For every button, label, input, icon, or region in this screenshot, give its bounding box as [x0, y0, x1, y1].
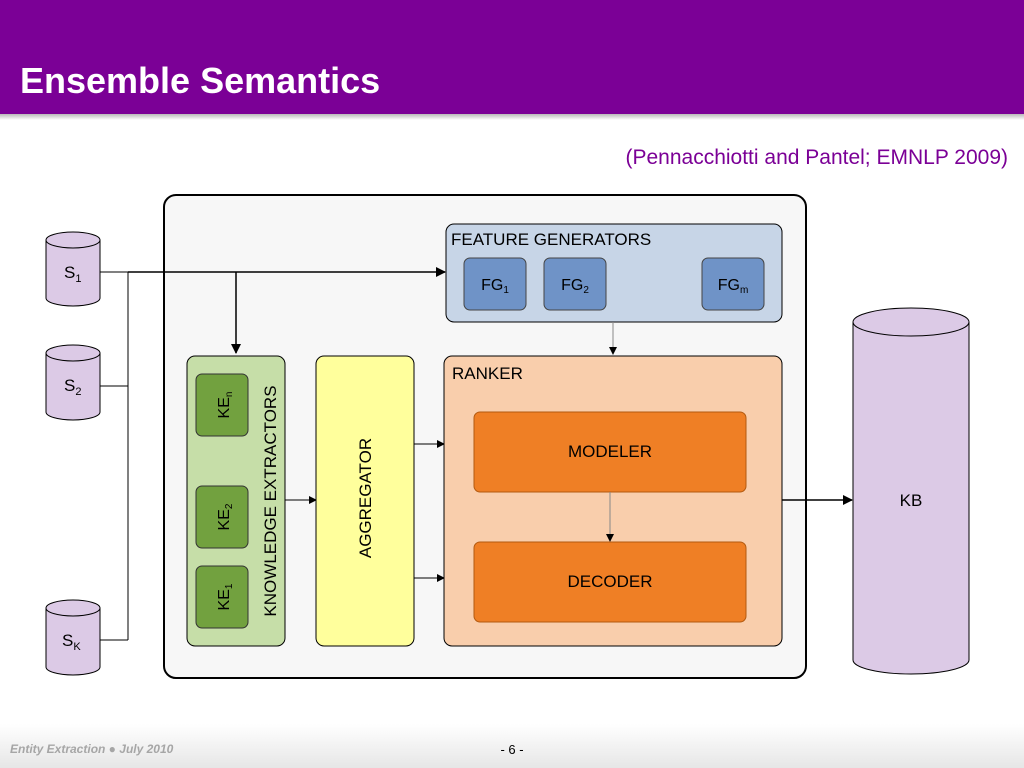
- decoder-label: DECODER: [567, 572, 652, 591]
- page-number: - 6 -: [500, 742, 524, 757]
- svg-text:FG1: FG1: [481, 277, 509, 296]
- ranker-title: RANKER: [452, 364, 523, 383]
- feature-generator-1: FG1: [463, 257, 527, 311]
- citation: (Pennacchiotti and Pantel; EMNLP 2009): [625, 146, 1008, 169]
- kb-cylinder: KB: [852, 307, 970, 675]
- feature-generators-panel: [445, 223, 783, 323]
- aggregator-label: AGGREGATOR: [356, 438, 375, 558]
- knowledge-extractor-1: KE1: [195, 565, 249, 629]
- svg-text:KE1: KE1: [216, 583, 235, 610]
- source-cylinder-1: S1: [45, 231, 101, 307]
- aggregator-box: [315, 355, 415, 647]
- svg-text:FGm: FGm: [718, 277, 749, 296]
- svg-text:FG2: FG2: [561, 277, 589, 296]
- source-label-k: SK: [62, 631, 81, 653]
- feature-generator-2: FG2: [543, 257, 607, 311]
- knowledge-extractor-n: KEn: [195, 373, 249, 437]
- source-cylinder-k: SK: [45, 599, 101, 676]
- svg-text:KEn: KEn: [216, 392, 235, 419]
- source-connectors: [100, 271, 129, 641]
- kb-label: KB: [900, 491, 923, 510]
- source-cylinder-2: S2: [45, 344, 101, 421]
- footer-caption: Entity Extraction ● July 2010: [10, 742, 174, 756]
- modeler-label: MODELER: [568, 442, 652, 461]
- feature-generator-m: FGm: [701, 257, 765, 311]
- slide-header: [0, 0, 1024, 114]
- knowledge-extractors-title: KNOWLEDGE EXTRACTORS: [261, 385, 280, 616]
- source-label-1: S1: [64, 263, 81, 285]
- decoder-box: [473, 541, 747, 623]
- slide-footer: [0, 724, 1024, 768]
- header-shadow: [0, 114, 1024, 120]
- slide-title: Ensemble Semantics: [20, 60, 381, 101]
- svg-text:KE2: KE2: [216, 503, 235, 530]
- knowledge-extractor-2: KE2: [195, 485, 249, 549]
- source-label-2: S2: [64, 376, 81, 398]
- feature-generators-title: FEATURE GENERATORS: [451, 230, 651, 249]
